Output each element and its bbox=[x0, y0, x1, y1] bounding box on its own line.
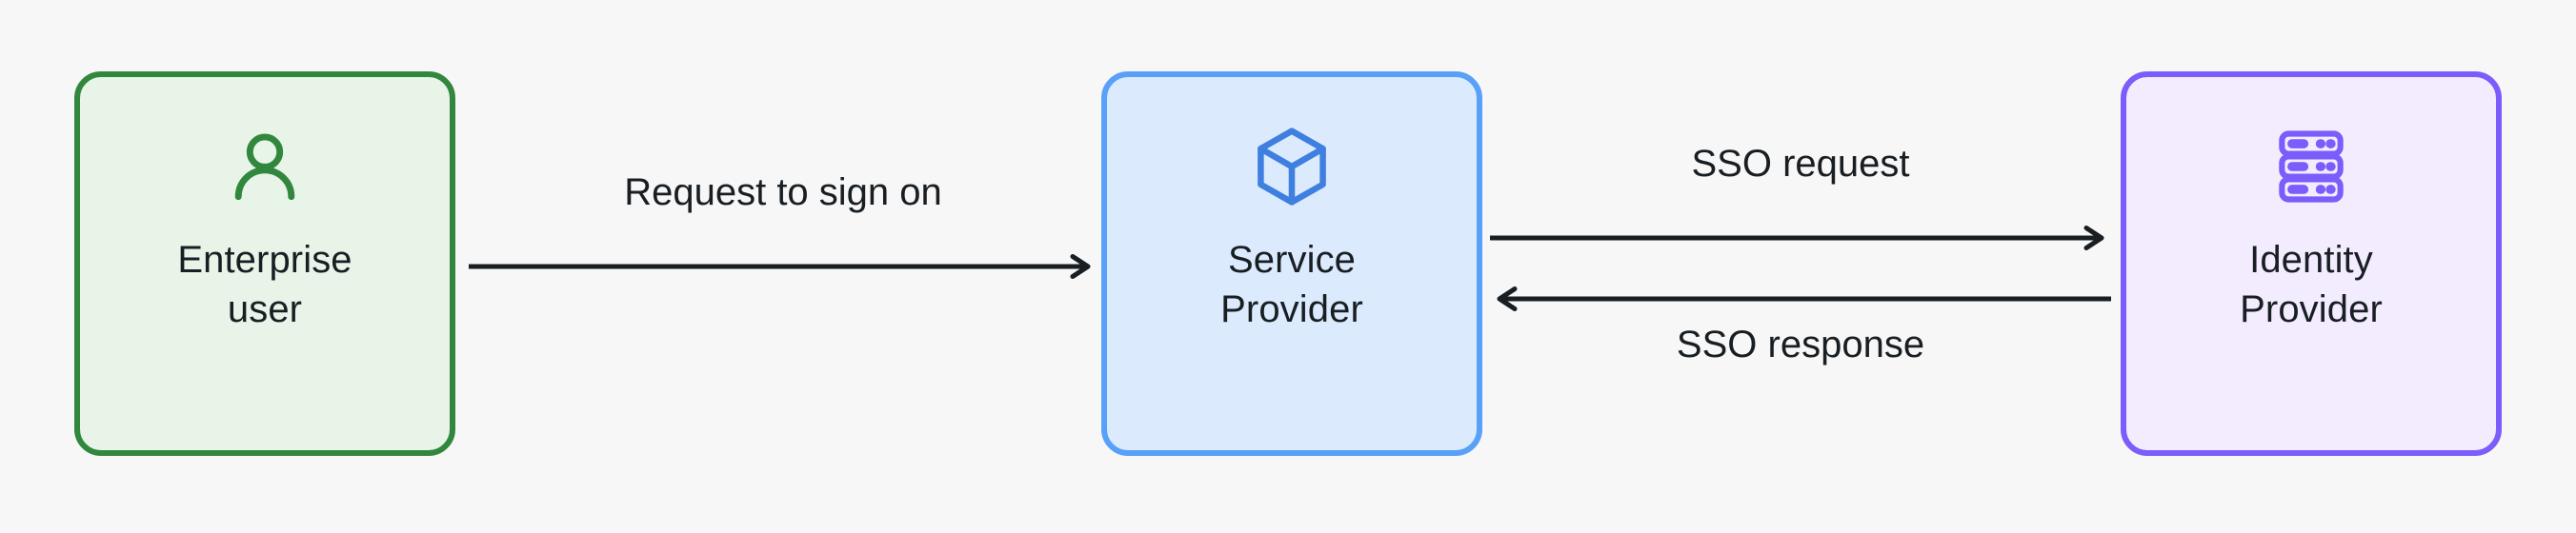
edge-label-sso-response: SSO response bbox=[1676, 324, 1925, 365]
edge-label-sso-request: SSO request bbox=[1691, 143, 1910, 185]
edge-label-request-to-sign-on: Request to sign on bbox=[624, 171, 942, 213]
cube-icon bbox=[1248, 123, 1336, 210]
edge-arrow-sso-request bbox=[1490, 226, 2111, 250]
person-icon bbox=[221, 123, 309, 210]
node-enterprise-user-label: Enterprise user bbox=[177, 239, 352, 330]
node-enterprise-user[interactable]: Enterprise user bbox=[74, 71, 455, 456]
node-identity-provider-label: Identity Provider bbox=[2240, 239, 2383, 330]
edge-arrow-request-to-sign-on bbox=[469, 254, 1097, 279]
edge-arrow-sso-response bbox=[1490, 286, 2111, 311]
server-rack-icon bbox=[2267, 123, 2355, 210]
node-service-provider[interactable]: Service Provider bbox=[1101, 71, 1482, 456]
node-service-provider-label: Service Provider bbox=[1220, 239, 1363, 330]
node-identity-provider[interactable]: Identity Provider bbox=[2121, 71, 2502, 456]
